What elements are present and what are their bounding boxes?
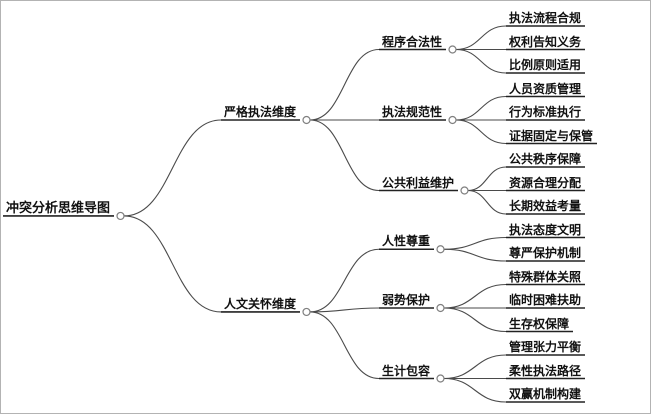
- edge-line: [309, 307, 380, 313]
- leaf-node[interactable]: 尊严保护机制: [509, 246, 582, 260]
- collapse-toggle-circle[interactable]: [436, 374, 445, 383]
- collapse-toggle-circle[interactable]: [460, 186, 469, 195]
- edge-line: [443, 307, 507, 333]
- edge-line: [455, 25, 507, 51]
- collapse-toggle-circle[interactable]: [436, 245, 445, 254]
- edge-line: [467, 189, 507, 215]
- leaf-node[interactable]: 长期效益考量: [509, 199, 582, 213]
- collapse-toggle-circle[interactable]: [302, 307, 311, 317]
- branch-node[interactable]: 人性尊重: [382, 234, 431, 249]
- leaf-node[interactable]: 行为标准执行: [509, 105, 582, 119]
- edge-line: [467, 166, 507, 192]
- branch-node[interactable]: 人文关怀维度: [224, 296, 297, 311]
- edge-line: [455, 95, 507, 121]
- leaf-node[interactable]: 临时困难扶助: [509, 293, 582, 307]
- branch-node[interactable]: 生计包容: [382, 363, 431, 378]
- branch-node[interactable]: 程序合法性: [382, 34, 443, 49]
- leaf-node[interactable]: 执法态度文明: [509, 222, 582, 237]
- edge-line: [123, 215, 222, 313]
- edge-line: [443, 248, 507, 262]
- leaf-node[interactable]: 比例原则适用: [509, 58, 582, 72]
- leaf-node[interactable]: 双赢机制构建: [509, 387, 582, 401]
- edge-line: [309, 119, 380, 192]
- edge-line: [455, 119, 507, 145]
- collapse-toggle-circle[interactable]: [448, 45, 457, 54]
- collapse-toggle-circle[interactable]: [448, 115, 457, 125]
- leaf-node[interactable]: 人员资质管理: [509, 81, 582, 96]
- leaf-node[interactable]: 证据固定与保管: [509, 128, 594, 143]
- branch-node[interactable]: 执法规范性: [382, 105, 443, 119]
- edge-line: [443, 354, 507, 380]
- edge-line: [123, 119, 222, 217]
- edge-line: [443, 283, 507, 309]
- branch-node[interactable]: 弱势保护: [382, 293, 431, 307]
- edge-line: [309, 248, 380, 313]
- leaf-node[interactable]: 权利告知义务: [509, 34, 582, 49]
- leaf-node[interactable]: 特殊群体关照: [509, 269, 582, 284]
- edge-line: [443, 236, 507, 250]
- collapse-toggle-circle[interactable]: [302, 115, 311, 125]
- root-node[interactable]: 冲突分析思维导图: [6, 199, 111, 215]
- leaf-node[interactable]: 管理张力平衡: [509, 340, 582, 354]
- leaf-node[interactable]: 生存权保障: [509, 316, 570, 331]
- branch-node[interactable]: 公共利益维护: [382, 175, 455, 190]
- edge-line: [455, 48, 507, 74]
- collapse-toggle-circle[interactable]: [436, 303, 445, 313]
- leaf-node[interactable]: 资源合理分配: [509, 175, 582, 190]
- collapse-toggle-circle[interactable]: [116, 211, 125, 221]
- edge-line: [309, 48, 380, 121]
- branch-node[interactable]: 严格执法维度: [224, 105, 297, 119]
- edge-line: [309, 311, 380, 380]
- leaf-node[interactable]: 执法流程合规: [509, 11, 582, 25]
- edge-line: [443, 377, 507, 403]
- leaf-node[interactable]: 公共秩序保障: [509, 152, 582, 166]
- leaf-node[interactable]: 柔性执法路径: [509, 363, 582, 378]
